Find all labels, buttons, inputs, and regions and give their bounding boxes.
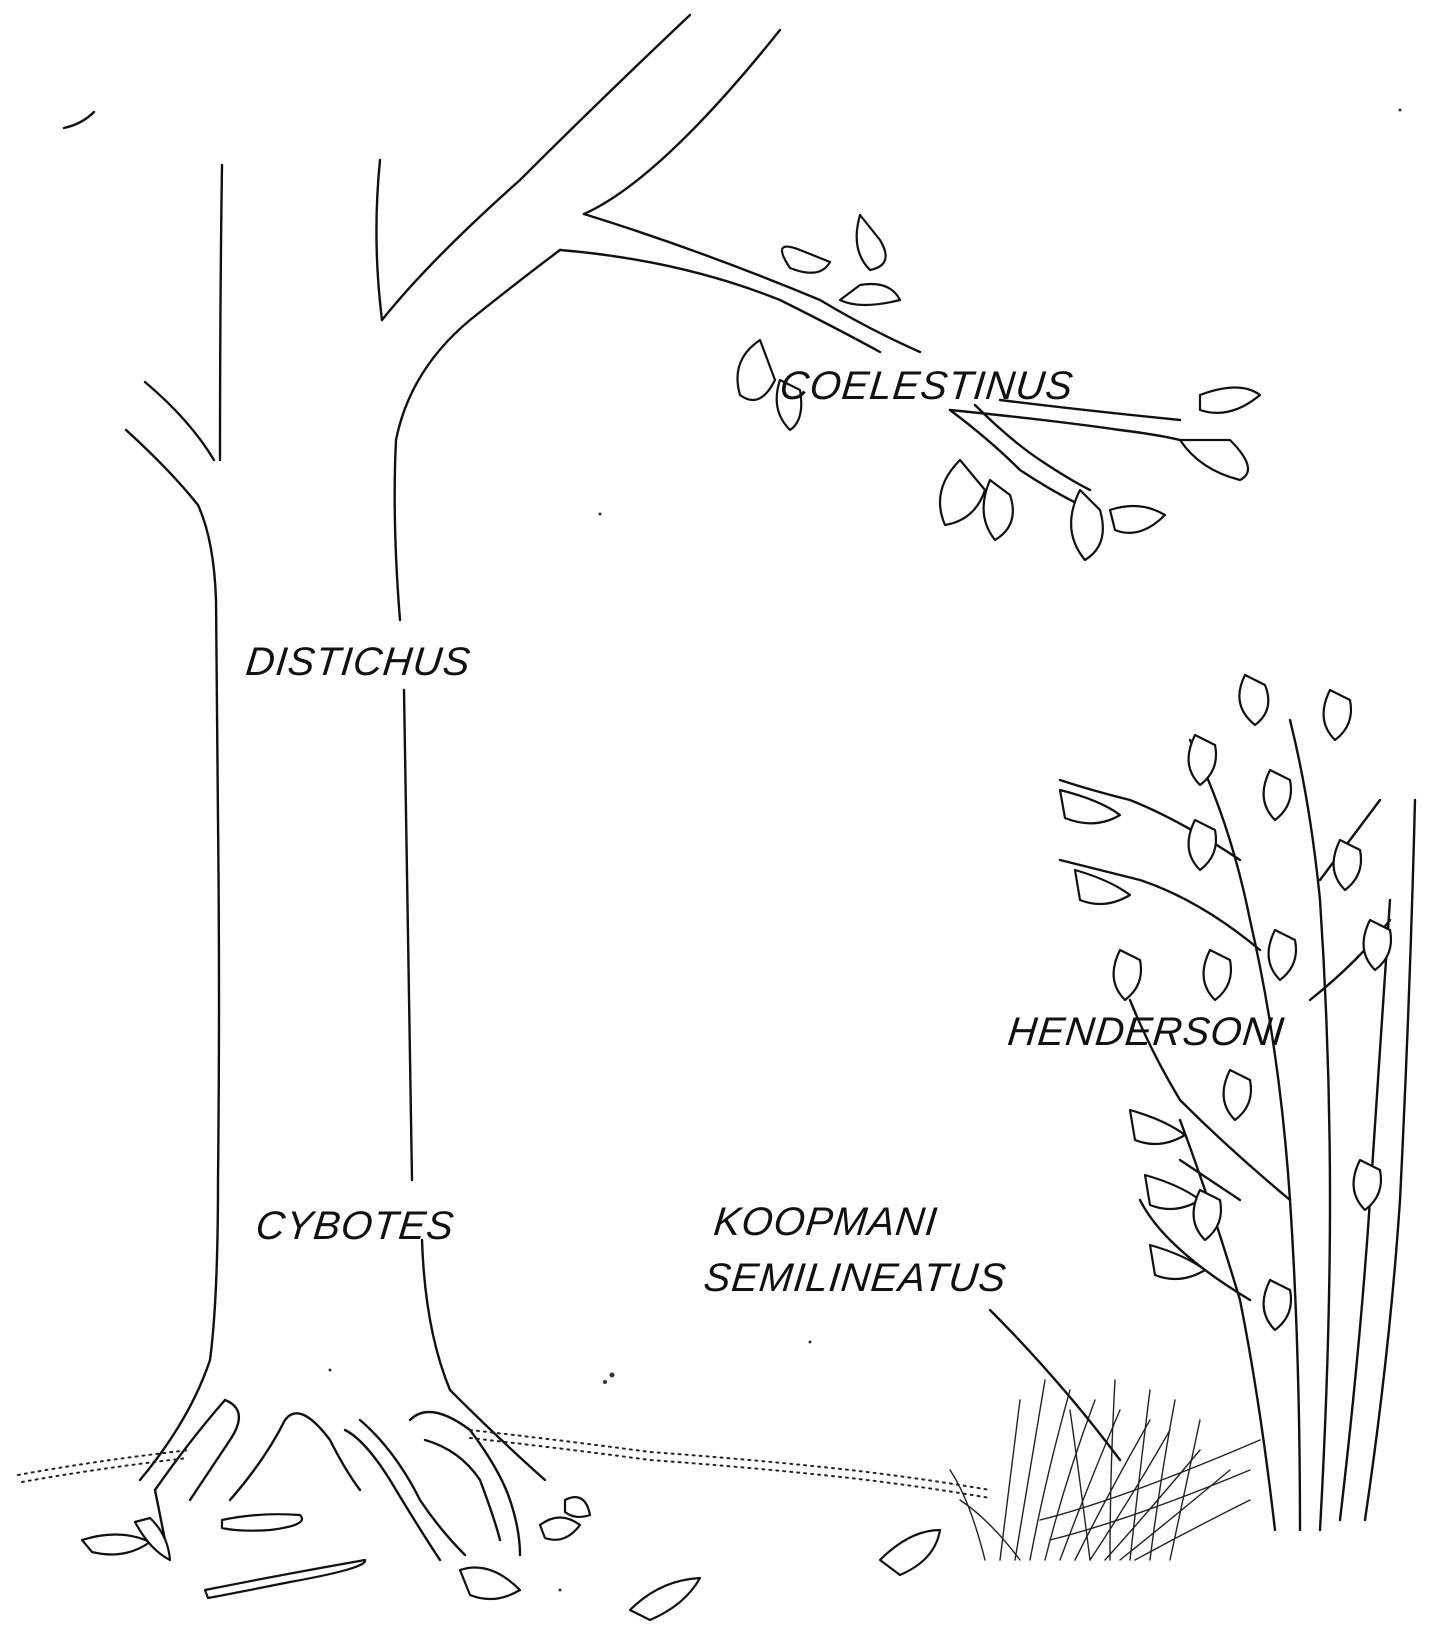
label-koopmani: KOOPMANI: [712, 1200, 940, 1245]
tree-drawing: [126, 15, 1180, 1560]
label-semilineatus: SEMILINEATUS: [702, 1256, 1009, 1301]
label-coelestinus: COELESTINUS: [778, 364, 1076, 409]
fallen-leaves: [82, 1497, 940, 1620]
label-distichus: DISTICHUS: [244, 640, 473, 685]
stray-mark: [64, 112, 94, 128]
paper-specks: [329, 109, 1402, 1592]
label-hendersoni: HENDERSONI: [1006, 1010, 1287, 1055]
pointer-line: [990, 1310, 1120, 1460]
label-cybotes: CYBOTES: [254, 1204, 457, 1249]
grass-tuft-drawing: [950, 1380, 1260, 1560]
